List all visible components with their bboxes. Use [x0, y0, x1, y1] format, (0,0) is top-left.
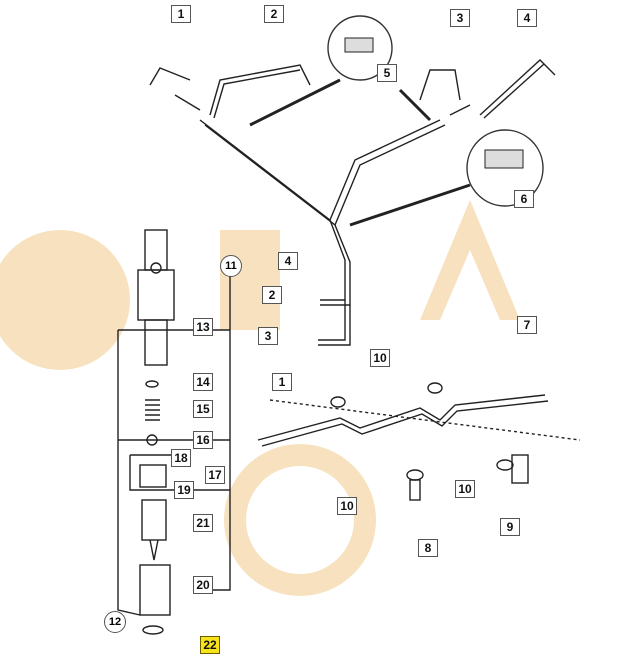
- callout-4[interactable]: 4: [517, 9, 537, 27]
- callout-16[interactable]: 16: [193, 431, 213, 449]
- callout-4b[interactable]: 4: [278, 252, 298, 270]
- watermark-logo: [0, 200, 520, 596]
- callout-21[interactable]: 21: [193, 514, 213, 532]
- callout-6[interactable]: 6: [514, 190, 534, 208]
- clamp-5-icon: [344, 37, 374, 53]
- callout-10a[interactable]: 10: [370, 349, 390, 367]
- callout-1[interactable]: 1: [171, 5, 191, 23]
- pipes-group: [117, 59, 581, 635]
- callout-11[interactable]: 11: [220, 255, 242, 277]
- callout-1b[interactable]: 1: [272, 373, 292, 391]
- callout-3[interactable]: 3: [450, 9, 470, 27]
- clamp-6-icon: [484, 149, 524, 169]
- callout-8[interactable]: 8: [418, 539, 438, 557]
- callout-7[interactable]: 7: [517, 316, 537, 334]
- callout-10b[interactable]: 10: [337, 497, 357, 515]
- callout-5[interactable]: 5: [377, 64, 397, 82]
- callout-2b[interactable]: 2: [262, 286, 282, 304]
- callout-3b[interactable]: 3: [258, 327, 278, 345]
- callout-17[interactable]: 17: [205, 466, 225, 484]
- callout-20[interactable]: 20: [193, 576, 213, 594]
- callout-13[interactable]: 13: [193, 318, 213, 336]
- callout-22-highlighted[interactable]: 22: [200, 636, 220, 654]
- callout-12[interactable]: 12: [104, 611, 126, 633]
- callout-14[interactable]: 14: [193, 373, 213, 391]
- callout-15[interactable]: 15: [193, 400, 213, 418]
- callout-19[interactable]: 19: [174, 481, 194, 499]
- callout-10c[interactable]: 10: [455, 480, 475, 498]
- callout-9[interactable]: 9: [500, 518, 520, 536]
- callout-18[interactable]: 18: [171, 449, 191, 467]
- callout-2[interactable]: 2: [264, 5, 284, 23]
